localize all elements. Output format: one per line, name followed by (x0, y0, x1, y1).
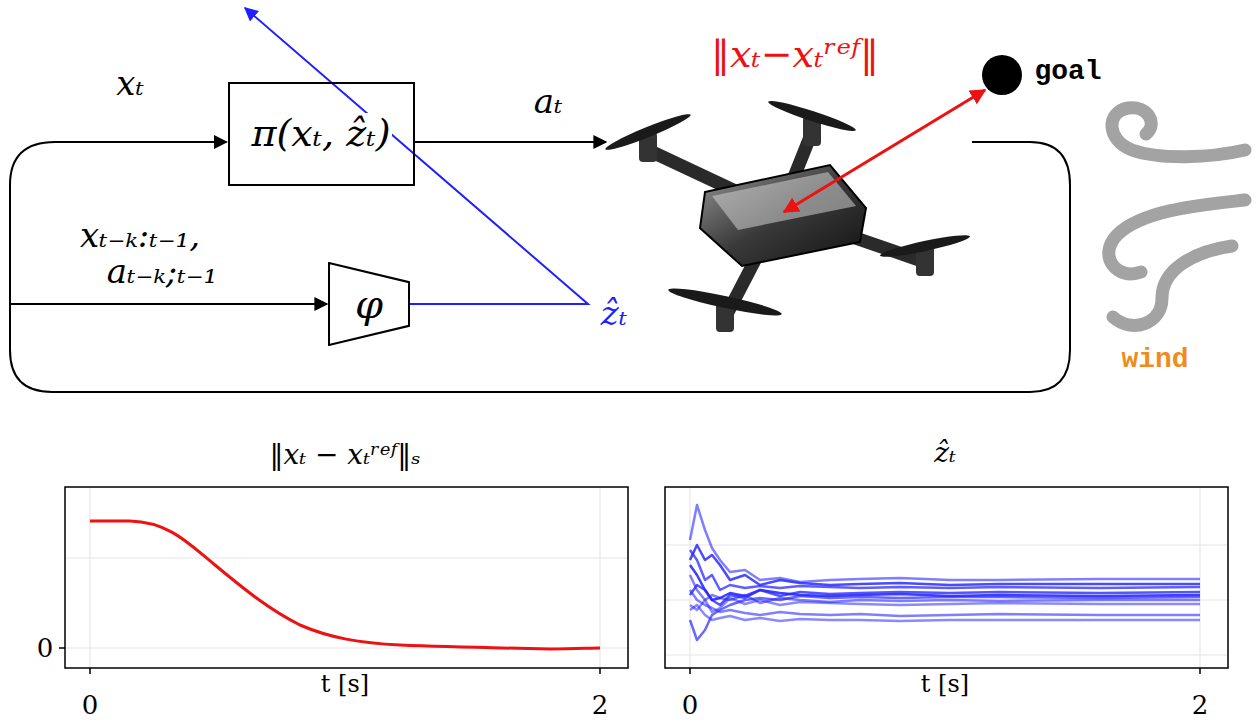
signal-label: aₜ (534, 83, 563, 120)
axis-label: t [s] (321, 671, 369, 697)
error-plot (59, 487, 628, 674)
latent-trace (690, 565, 1200, 600)
latent-trace (690, 545, 1200, 585)
node-text: π(xₜ, ẑₜ) (250, 113, 393, 155)
propeller (603, 110, 692, 154)
policy-box: π(xₜ, ẑₜ) (228, 82, 415, 186)
grid-line (89, 487, 90, 668)
plot-frame (65, 487, 628, 668)
latent-plot (665, 487, 1228, 674)
latent-traces (690, 505, 1200, 640)
latent-trace (690, 505, 1200, 582)
grid-lines (65, 487, 628, 668)
drone-body (700, 165, 866, 266)
wind-stroke (1112, 108, 1245, 157)
error-curve (90, 521, 600, 649)
tick-mark (1199, 668, 1201, 674)
plot-title: ẑₜ (934, 438, 956, 469)
tick-mark (689, 668, 691, 674)
latent-trace (690, 596, 1200, 640)
tick-label: 0 (682, 691, 699, 720)
plot-title: ‖xₜ − xₜʳᵉᶠ‖ₛ (269, 440, 420, 471)
propeller (667, 284, 783, 320)
latent-arrow (245, 8, 588, 304)
grid-line (665, 544, 1228, 545)
tick-label: 2 (1192, 691, 1209, 720)
history-arrow (10, 303, 327, 305)
distance-label: ‖xₜ−xₜʳᵉᶠ‖ (711, 34, 879, 76)
latent-trace (690, 605, 1200, 621)
grid-line (65, 557, 628, 558)
wind-label: wind (1121, 345, 1188, 376)
latent-trace (690, 550, 1200, 590)
distance-arrow (784, 90, 985, 212)
tick-label: 2 (592, 691, 609, 720)
state-arrow (55, 141, 227, 143)
signal-label: xₜ (116, 65, 144, 102)
tick-label: 0 (37, 634, 54, 663)
tick-mark (89, 668, 91, 674)
wind-icon (1109, 108, 1245, 326)
signal-label: aₜ₋ₖ;ₜ₋₁ (107, 253, 217, 290)
tick-mark (59, 647, 65, 649)
propeller (879, 232, 971, 261)
axis-label: t [s] (921, 671, 969, 697)
node-text: φ (353, 282, 385, 326)
plot-frame (665, 487, 1228, 668)
tick-label: 0 (82, 691, 99, 720)
latent-trace (690, 598, 1200, 612)
grid-line (665, 654, 1228, 655)
feedback-loop (10, 142, 1070, 392)
grid-line (1199, 487, 1200, 668)
wind-stroke (1113, 246, 1232, 325)
trapezoid-shape (329, 263, 409, 345)
latent-label: ẑₜ (601, 295, 627, 332)
propeller (767, 97, 858, 135)
grid-line (599, 487, 600, 668)
signal-label: xₜ₋ₖ:ₜ₋₁, (80, 217, 200, 254)
encoder-trapezoid: φ (328, 262, 410, 346)
action-arrow (415, 141, 607, 143)
goal-marker (982, 55, 1022, 95)
grid-lines (665, 487, 1228, 668)
goal-label: goal (1034, 57, 1101, 88)
latent-trace (690, 590, 1200, 616)
tick-mark (599, 668, 601, 674)
